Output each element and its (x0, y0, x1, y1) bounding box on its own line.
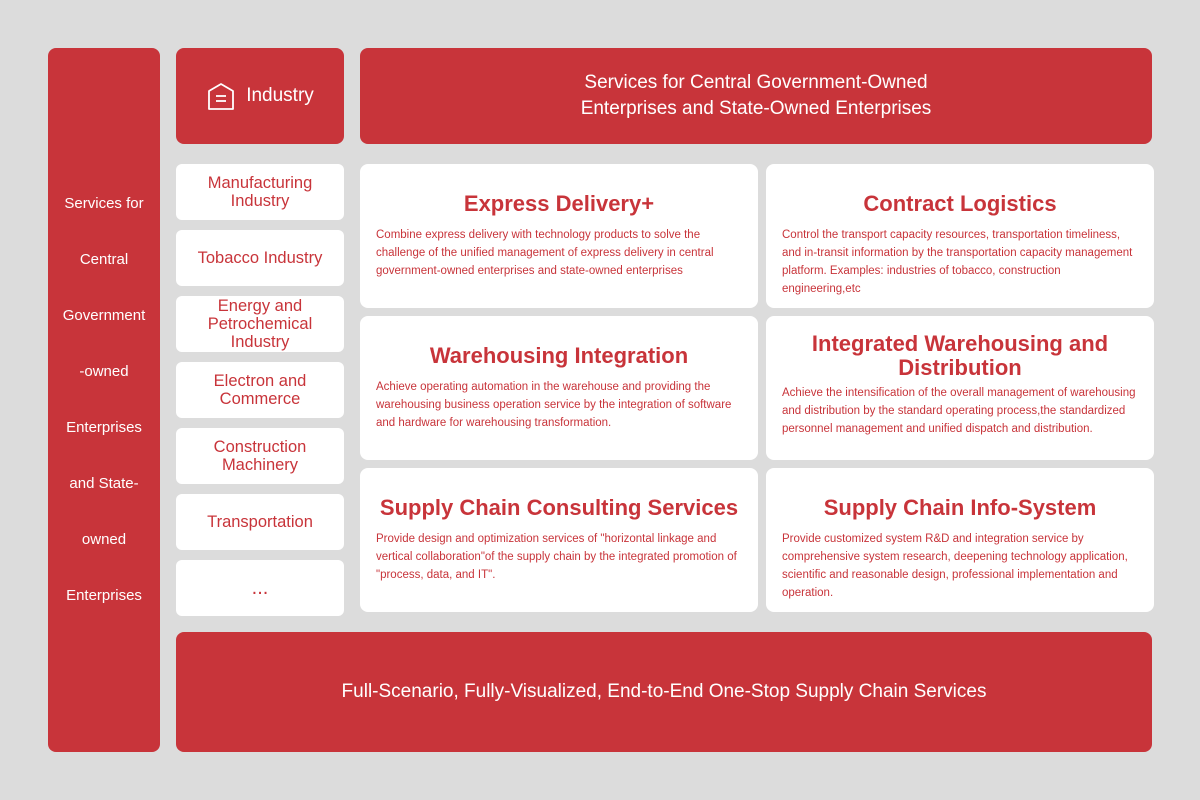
left-column-line: owned (81, 531, 127, 548)
top-header: Services for Central Government-Owned En… (360, 48, 1152, 144)
service-card-supply-chain-info-system: Supply Chain Info-System Provide customi… (766, 468, 1154, 612)
service-card-contract-logistics: Contract Logistics Control the transport… (766, 164, 1154, 308)
bottom-bar: Full-Scenario, Fully-Visualized, End-to-… (176, 632, 1152, 752)
service-card-description: Control the transport capacity resources… (782, 229, 1133, 295)
industry-item-electron: Electron and Commerce (176, 362, 344, 418)
service-card-title: Contract Logistics (863, 191, 1057, 216)
left-column-line: Central (79, 251, 129, 268)
left-column-services: Services for Central Government -owned E… (48, 48, 160, 752)
left-column-line: Government (62, 307, 146, 324)
service-card-express-delivery: Express Delivery+ Combine express delive… (360, 164, 758, 308)
bottom-bar-label: Full-Scenario, Fully-Visualized, End-to-… (341, 681, 987, 702)
service-card-integrated-warehousing: Integrated Warehousing and Distribution … (766, 316, 1154, 460)
industry-header-label: Industry (246, 85, 314, 106)
service-card-warehousing-integration: Warehousing Integration Achieve operatin… (360, 316, 758, 460)
service-card-title: Supply Chain Info-System (823, 495, 1097, 520)
service-card-title: Express Delivery+ (463, 191, 655, 216)
industry-item-more: ... (176, 560, 344, 616)
industry-item-energy: Energy and Petrochemical Industry (176, 296, 344, 352)
service-card-title: Warehousing Integration (429, 343, 689, 368)
industry-item-tobacco: Tobacco Industry (176, 230, 344, 286)
top-header-line: Services for Central Government-Owned (584, 72, 928, 93)
industry-item-transportation: Transportation (176, 494, 344, 550)
top-header-line: Enterprises and State-Owned Enterprises (580, 98, 932, 119)
left-column-line: and State- (69, 475, 139, 492)
service-card-description: Provide customized system R&D and integr… (782, 533, 1128, 599)
left-column-line: Enterprises (66, 587, 142, 604)
service-card-description: Combine express delivery with technology… (376, 229, 714, 277)
service-card-supply-chain-consulting: Supply Chain Consulting Services Provide… (360, 468, 758, 612)
industry-item-manufacturing: Manufacturing Industry (176, 164, 344, 220)
service-card-description: Achieve the intensification of the overa… (782, 387, 1136, 435)
industry-header: Industry (176, 48, 344, 144)
left-column-line: -owned (79, 363, 129, 380)
service-card-title: Supply Chain Consulting Services (379, 495, 739, 520)
left-column-line: Services for (64, 195, 144, 212)
service-card-title: Integrated Warehousing and Distribution (811, 331, 1109, 380)
service-card-description: Provide design and optimization services… (376, 533, 737, 581)
warehouse-icon (206, 81, 236, 111)
service-card-description: Achieve operating automation in the ware… (376, 381, 732, 429)
left-column-line: Enterprises (66, 419, 142, 436)
industry-item-construction: Construction Machinery (176, 428, 344, 484)
